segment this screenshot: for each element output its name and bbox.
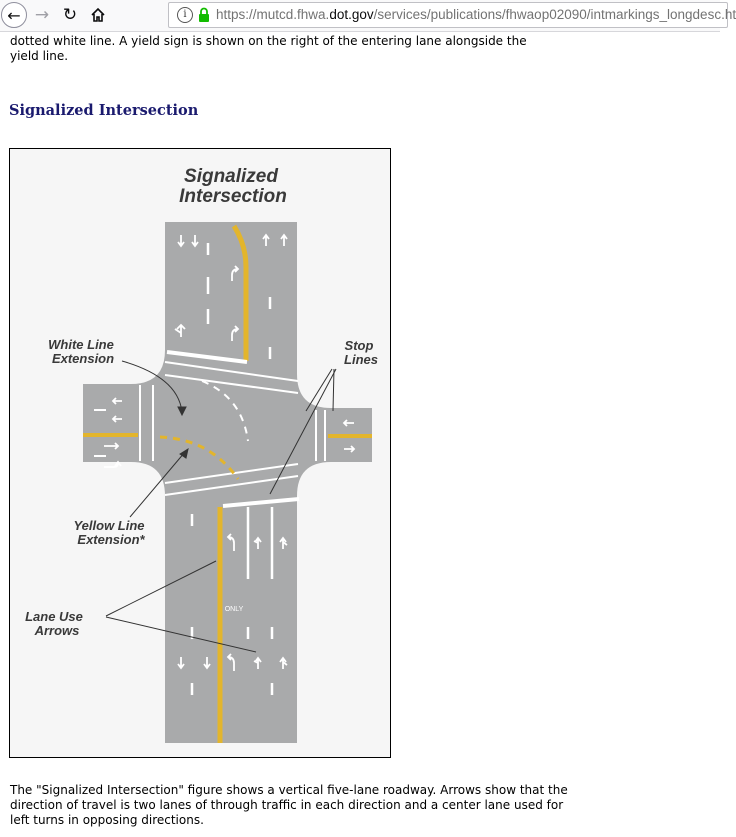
browser-toolbar: ← → ↻ i https://mutcd.fhwa.dot.gov/servi… [0, 0, 736, 32]
west-lane-lines [94, 385, 154, 461]
label-white-line-1: White Line [48, 337, 114, 352]
figure-title-line1: Signalized [184, 166, 278, 187]
lock-icon[interactable] [198, 7, 210, 23]
white-line-extension [201, 380, 249, 442]
pavement-only-text: ONLY [225, 606, 244, 613]
forward-arrow-icon[interactable]: → [34, 5, 50, 25]
intersection-diagram: Signalized Intersection [25, 166, 378, 743]
label-stop-lines-2: Lines [344, 352, 378, 367]
intro-paragraph: dotted white line. A yield sign is shown… [10, 34, 527, 63]
north-lane-lines [206, 243, 272, 359]
home-icon[interactable] [86, 3, 110, 27]
label-yellow-line-2: Extension* [77, 532, 145, 547]
east-lane-lines [315, 410, 326, 461]
section-heading: Signalized Intersection [9, 102, 199, 119]
south-crosswalk [164, 463, 299, 496]
south-stop-line [222, 497, 300, 508]
reload-icon[interactable]: ↻ [62, 5, 78, 25]
back-arrow-icon[interactable]: ← [1, 2, 27, 28]
north-yellow-line [231, 224, 249, 361]
figure-title-line2: Intersection [179, 186, 287, 207]
address-bar[interactable]: i https://mutcd.fhwa.dot.gov/services/pu… [168, 2, 736, 28]
lane-arrows [104, 233, 356, 671]
url-text[interactable]: https://mutcd.fhwa.dot.gov/services/publ… [216, 7, 736, 22]
pavement [83, 222, 372, 743]
info-icon[interactable]: i [177, 7, 193, 23]
label-lane-use-2: Arrows [34, 623, 80, 638]
label-white-line-2: Extension [52, 351, 114, 366]
north-crosswalk [164, 361, 299, 394]
yellow-line-extension [159, 435, 240, 480]
leader-lines [105, 360, 337, 653]
label-yellow-line-1: Yellow Line [73, 518, 144, 533]
label-stop-lines-1: Stop [345, 338, 374, 353]
signalized-intersection-figure: Signalized Intersection [9, 148, 391, 758]
south-lane-lines [190, 507, 274, 695]
north-stop-line [166, 350, 248, 364]
label-lane-use-1: Lane Use [25, 609, 83, 624]
description-paragraph: The "Signalized Intersection" figure sho… [10, 783, 568, 827]
